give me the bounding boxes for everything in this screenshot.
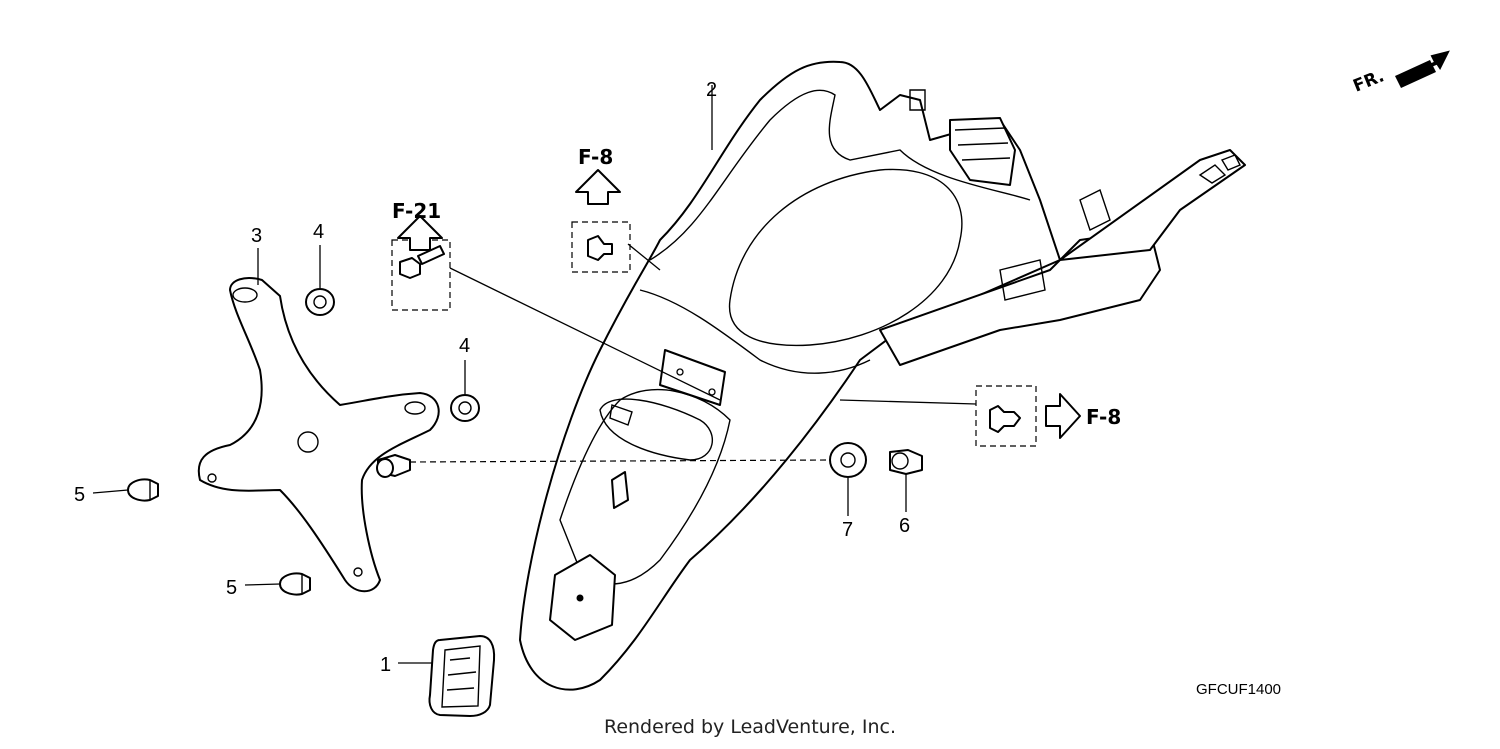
callout-2: 2 <box>706 79 717 101</box>
cap-nut-upper <box>127 478 159 502</box>
fender-outline <box>519 60 1061 691</box>
leader-lines <box>92 85 977 664</box>
bracket-plate <box>197 277 440 593</box>
cap-nut-lower <box>279 572 311 596</box>
callout-6: 6 <box>899 515 910 537</box>
front-direction-arrow: FR. <box>1350 50 1450 97</box>
fender-tray <box>879 229 1161 366</box>
license-plate-bracket <box>197 277 440 593</box>
fender-inner-oval <box>728 168 963 347</box>
callout-1: 1 <box>380 654 391 676</box>
ref-f8-top[interactable]: F-8 <box>578 145 613 169</box>
fr-label: FR. <box>1350 66 1387 96</box>
arrow-up-f8 <box>575 169 621 205</box>
arrow-up-f21 <box>397 215 443 251</box>
callout-3: 3 <box>251 225 262 247</box>
rear-fender <box>519 60 1246 691</box>
grommet-lower <box>450 394 480 422</box>
callout-4-lower: 4 <box>459 335 470 357</box>
footer-credit: Rendered by LeadVenture, Inc. <box>603 716 897 738</box>
arrow-right-f8 <box>1045 393 1081 439</box>
reflector <box>428 635 496 717</box>
diagram-code: GFCUF1400 <box>1196 681 1281 698</box>
fender-recess <box>599 398 713 461</box>
ref-f8-right[interactable]: F-8 <box>1086 405 1121 429</box>
callout-5-lower: 5 <box>226 577 237 599</box>
ref-f21[interactable]: F-21 <box>392 199 441 223</box>
fender-arm <box>1059 149 1246 261</box>
fender-lower-panel <box>559 388 731 585</box>
callout-4-upper: 4 <box>313 221 324 243</box>
bracket-bolt <box>376 454 411 478</box>
washer-7 <box>829 442 867 478</box>
fender-hump <box>639 289 871 374</box>
callout-7: 7 <box>842 519 853 541</box>
ref-box-bolt <box>391 239 451 311</box>
ref-box-clip-top <box>571 221 631 273</box>
ref-box-clip-right <box>975 385 1037 447</box>
fender-slot <box>611 471 629 509</box>
callout-5-upper: 5 <box>74 484 85 506</box>
fender-rim <box>649 89 1031 261</box>
grommet-upper <box>305 288 335 316</box>
fender-box <box>949 117 1016 186</box>
flange-nut-6 <box>889 449 923 475</box>
